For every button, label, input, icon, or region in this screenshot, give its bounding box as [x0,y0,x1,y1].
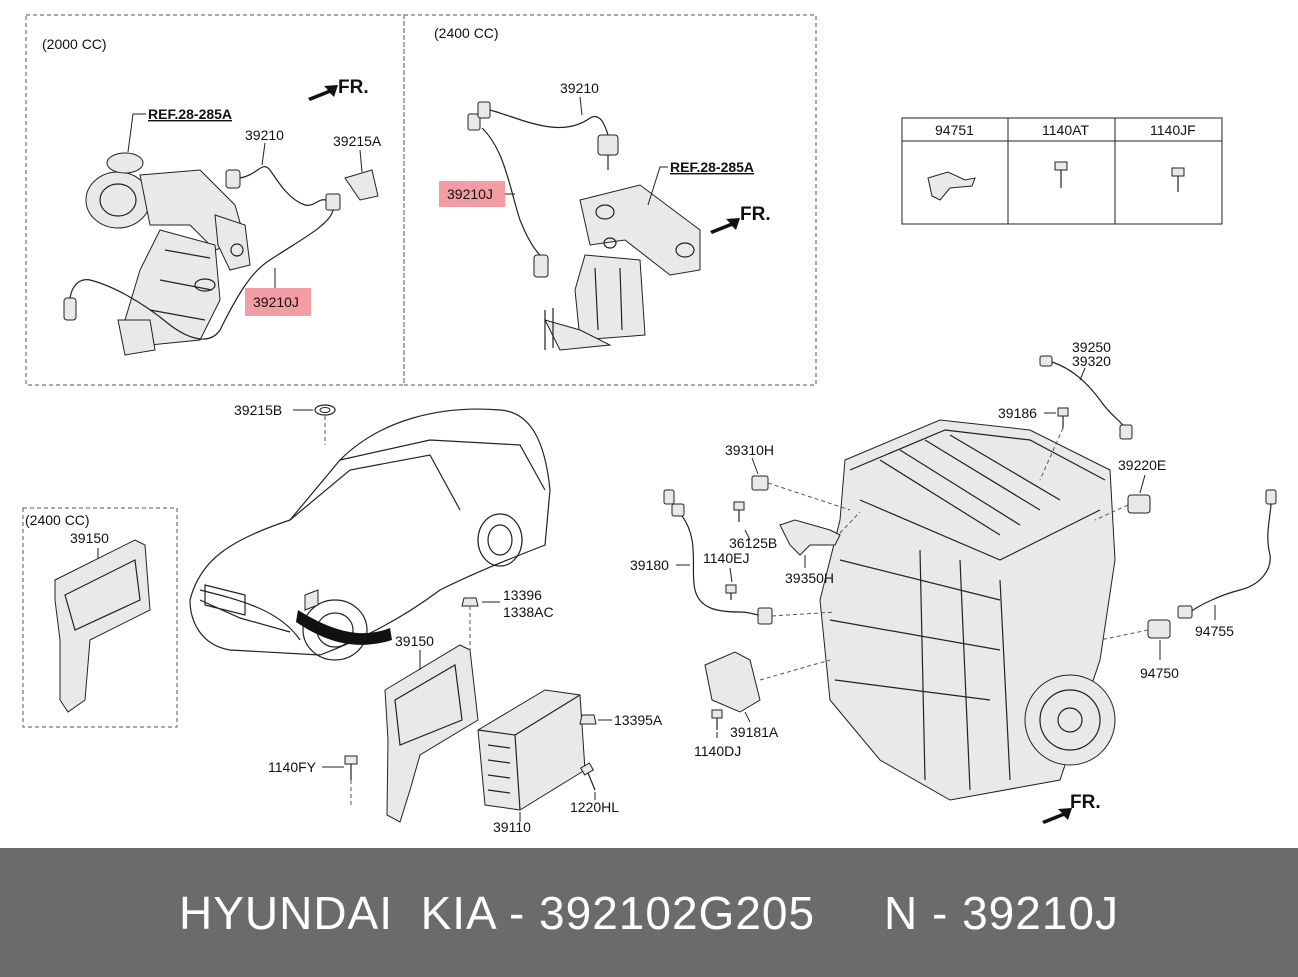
bolt-icon [1054,161,1068,188]
nut-13396: 13396 1338AC [461,587,554,655]
ref-label-2000cc: REF.28-285A [148,106,232,122]
o2-sensor-39210-2000cc: 39210 [225,127,341,211]
part-39215b: 39215B [234,402,282,418]
part-39180: 39180 [630,557,669,573]
bolt-1140dj: 1140DJ [694,709,741,759]
exhaust-manifold-2400cc [544,184,701,351]
clip-icon [927,171,976,201]
part-36125b: 36125B [729,535,777,551]
fr-label-2400cc: FR. [740,204,771,225]
part-39150-bottom-left: 39150 [70,530,109,546]
fr-arrow-2000cc: FR. [308,77,369,101]
part-1338ac: 1338AC [503,604,554,620]
ref-leader-2400cc [647,166,668,206]
part-39110: 39110 [493,819,531,835]
bolt-1140fy: 1140FY [268,755,358,805]
panel-border-2400cc-top [403,14,817,386]
bolt-1140ej: 1140EJ [703,550,749,600]
ref-leader-2000cc [127,113,146,153]
sensor-39310h: 39310H [725,442,851,511]
fr-arrow-engine: FR. [1042,792,1101,824]
part-39250: 39250 [1072,339,1111,355]
table-header-94751: 94751 [935,122,974,138]
engine-label-2400cc-bottom: (2400 CC) [25,512,90,528]
part-39220e: 39220E [1118,457,1166,473]
part-39210j-2000cc: 39210J [253,294,299,310]
engine-block [819,419,1116,801]
nut-13395a: 13395A [579,712,663,728]
location-pointer [296,610,392,645]
sensor-94750: 94750 [1099,619,1179,681]
part-13395a: 13395A [614,712,663,728]
part-39186: 39186 [998,405,1037,421]
part-39210-top-right: 39210 [560,80,599,96]
gasket-39215b: 39215B [234,402,336,445]
sensor-94755: 94755 [1177,489,1277,639]
part-39210j-2400cc: 39210J [447,186,493,202]
bolt-icon-2 [1171,167,1185,192]
panel-2400cc-bottom: (2400 CC) 39150 [22,507,178,728]
fr-label-engine: FR. [1070,792,1101,813]
ref-label-2400cc: REF.28-285A [670,159,754,175]
part-1140ej: 1140EJ [703,550,749,566]
part-39320: 39320 [1072,353,1111,369]
exhaust-manifold-2000cc [85,152,251,356]
bracket-39350h: 39350H [779,511,861,586]
front-arrow-icon-2 [710,218,740,234]
engine-label-2000cc: (2000 CC) [42,36,107,52]
part-1140dj: 1140DJ [694,743,741,759]
highlight-39210j-2000cc [245,288,311,316]
part-39150-center: 39150 [395,633,434,649]
fr-arrow-2400cc: FR. [710,204,771,234]
highlight-39210j-2400cc [439,181,505,207]
banner-text: HYUNDAI KIA - 392102G205 N - 39210J [178,886,1119,939]
table-header-1140at: 1140AT [1042,122,1089,138]
ecu-39110: 39110 [477,689,586,835]
sensor-39180: 39180 [630,489,836,625]
part-94755: 94755 [1195,623,1234,639]
part-39350h: 39350H [785,570,834,586]
o2-sensor-39210-2400cc [467,101,619,170]
parts-diagram: (2000 CC) REF.28-285A FR. 39210 [22,14,1277,835]
parts-table: 94751 1140AT 1140JF [901,117,1223,225]
o2-sensor-39210j-2000cc: 39210J [63,209,334,340]
part-94750: 94750 [1140,665,1179,681]
panel-2400cc-top: (2400 CC) 39210 39210J RE [403,14,817,386]
part-13396: 13396 [503,587,542,603]
o2-sensor-39210j-2400cc: 39210J [439,127,549,278]
cover-39181a: 39181A [704,651,831,740]
part-1220hl: 1220HL [570,799,619,815]
front-arrow-icon-3 [1042,808,1072,824]
sensor-39220e: 39220E [1094,457,1166,521]
bolt-39186: 39186 [998,405,1069,481]
sensor-39250: 39250 39320 [1039,339,1133,440]
panel-border-2400cc-bottom [22,507,178,728]
table-header-1140jf: 1140JF [1150,122,1196,138]
ecu-bracket-39150: 39150 [384,633,479,823]
fr-label-2000cc: FR. [338,77,369,98]
part-39215a: 39215A [333,133,382,149]
part-1140fy: 1140FY [268,759,317,775]
vehicle-drawing [189,408,551,661]
front-arrow-icon [308,85,338,101]
bracket-39215a: 39215A [333,133,382,201]
part-39210-top-left: 39210 [245,127,284,143]
engine-label-2400cc-top: (2400 CC) [434,25,499,41]
bracket-39150-2400cc [54,539,151,713]
part-39310h: 39310H [725,442,774,458]
part-number-banner: HYUNDAI KIA - 392102G205 N - 39210J [0,848,1298,977]
part-39181a: 39181A [730,724,779,740]
panel-2000cc: (2000 CC) REF.28-285A FR. 39210 [25,14,405,386]
bolt-1220hl: 1220HL [570,762,619,815]
bolt-36125b: 36125B [729,501,777,551]
